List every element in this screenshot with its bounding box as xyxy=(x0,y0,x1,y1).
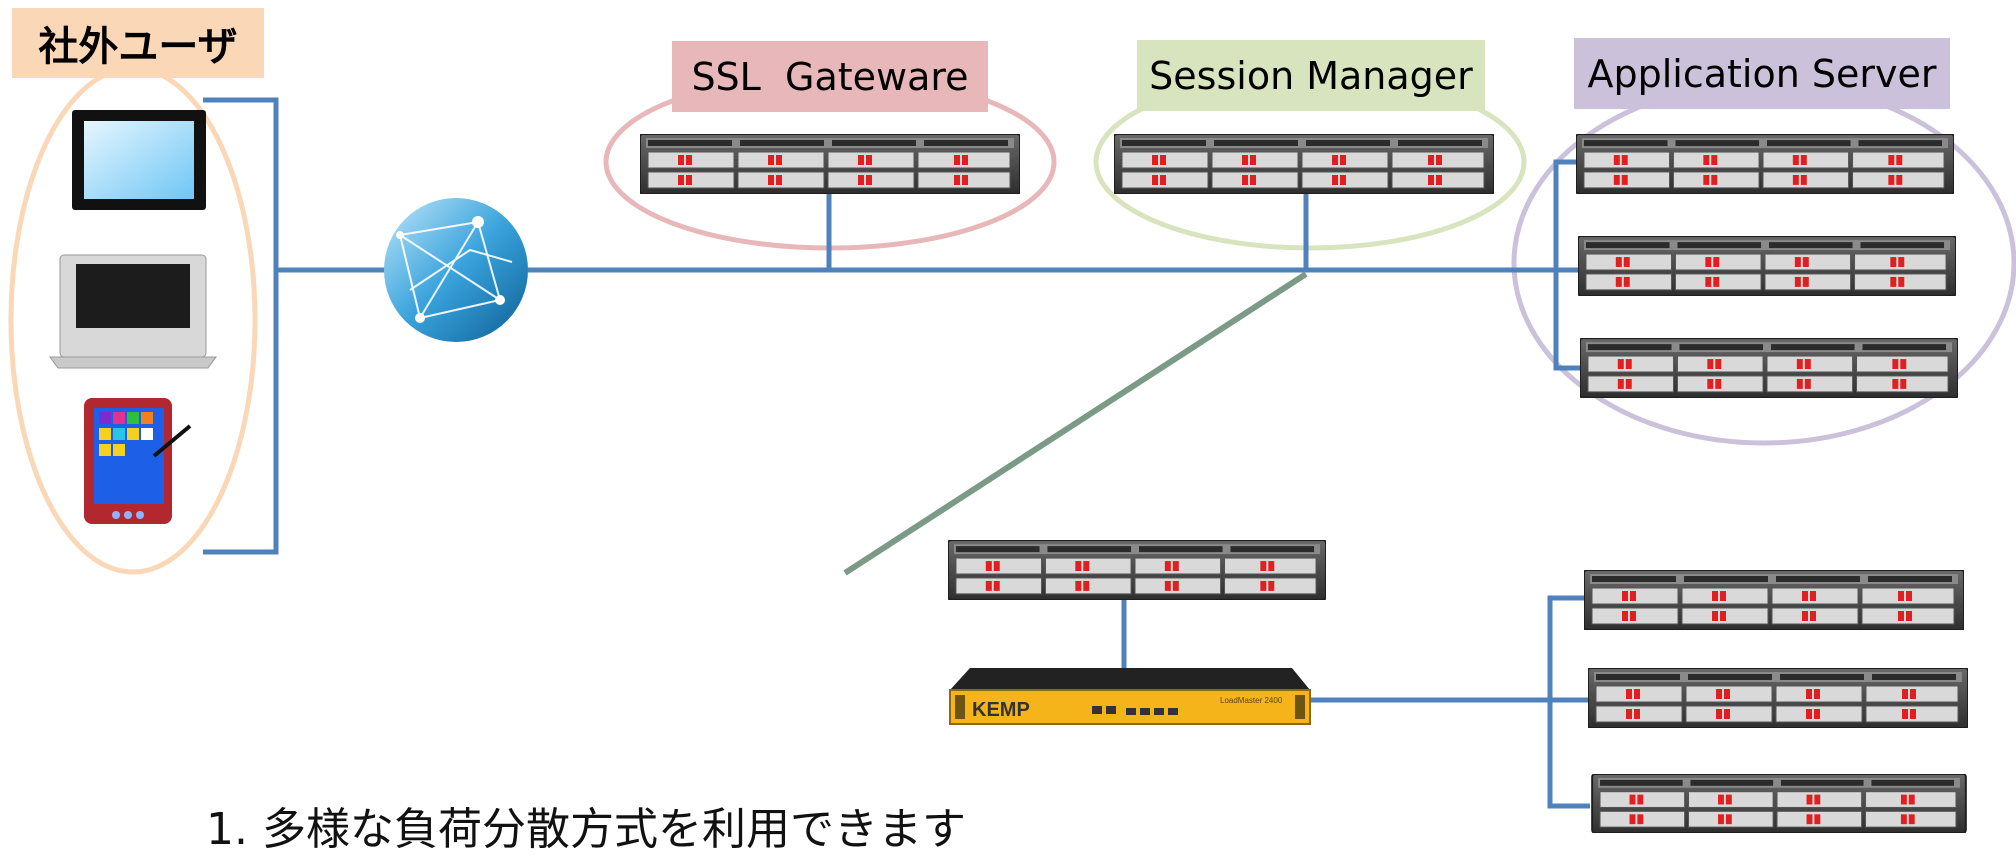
kemp-loadbalancer-icon: KEMP LoadMaster 2400 xyxy=(949,668,1311,725)
network-diagram: KEMP LoadMaster 2400 xyxy=(8,65,2016,833)
lb-upstream-server xyxy=(948,540,1326,600)
session-manager-server xyxy=(1114,134,1494,194)
backend-server-3 xyxy=(1591,774,1967,833)
application-server-label: Application Server xyxy=(1574,38,1950,109)
monitor-icon xyxy=(72,110,206,210)
app-server-3 xyxy=(1580,338,1958,398)
kemp-brand-text: KEMP xyxy=(972,699,1030,721)
ssl-gateway-label: SSL Gateware xyxy=(672,41,988,112)
external-users-label: 社外ユーザ xyxy=(12,8,264,78)
app-server-1 xyxy=(1576,134,1954,194)
ssl-gateway-server xyxy=(640,134,1020,194)
diagonal-link xyxy=(843,271,1308,576)
backend-server-2 xyxy=(1588,668,1968,728)
kemp-model-text: LoadMaster 2400 xyxy=(1220,696,1283,705)
backend-server-1 xyxy=(1584,570,1964,630)
tablet-icon xyxy=(84,398,192,524)
network-links xyxy=(203,97,1590,809)
internet-globe-icon xyxy=(384,198,528,342)
app-server-2 xyxy=(1578,236,1956,296)
laptop-icon xyxy=(49,254,217,369)
session-manager-label: Session Manager xyxy=(1137,40,1485,111)
feature-caption: 1. 多様な負荷分散方式を利用できます xyxy=(206,804,966,855)
